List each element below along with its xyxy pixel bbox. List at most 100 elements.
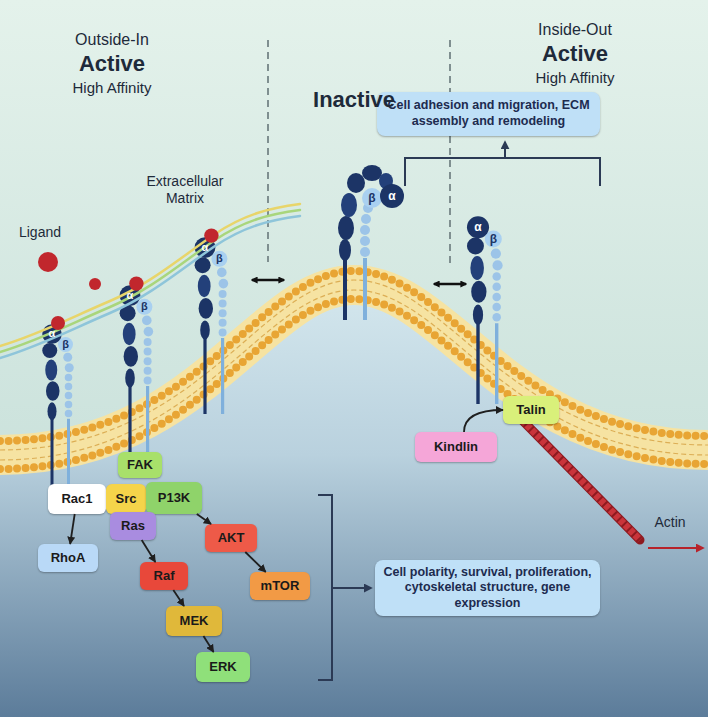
inactive-integrin <box>362 165 382 181</box>
signal-box: AKT <box>205 524 257 552</box>
bracket <box>504 142 506 158</box>
actin-filament <box>522 420 640 540</box>
state-heading: Inactive <box>313 87 395 113</box>
signal-box: mTOR <box>250 572 310 600</box>
actin-filament <box>648 547 703 549</box>
inactive-integrin <box>360 247 370 257</box>
signal-arrow <box>245 552 265 572</box>
signal-arrow <box>203 636 213 652</box>
adaptor-box: Kindlin <box>415 432 497 462</box>
integrin <box>467 216 503 404</box>
node-text: P13K <box>158 491 191 506</box>
signal-box: P13K <box>146 482 202 514</box>
node-text: Cell adhesion and migration, ECM assembl… <box>385 98 592 129</box>
lipid-bilayer <box>0 271 708 441</box>
ecm-fiber <box>0 210 300 352</box>
state-heading: Active <box>542 41 608 67</box>
inactive-integrin <box>360 236 370 246</box>
subunit-label: β <box>62 338 69 351</box>
inactive-integrin <box>338 165 404 320</box>
signal-box: FAK <box>118 452 162 478</box>
signal-box: RhoA <box>38 544 98 572</box>
inactive-integrin <box>338 216 354 240</box>
signal-box: Rac1 <box>48 484 106 514</box>
actin-filament <box>522 420 703 548</box>
inactive-integrin <box>360 225 370 235</box>
node-text: Cell polarity, survival, proliferation, … <box>383 565 592 612</box>
node-text: Kindlin <box>434 440 478 455</box>
ecm-fiber <box>0 216 300 358</box>
subunit-label: β <box>216 252 223 265</box>
inactive-integrin <box>380 184 404 208</box>
signal-arrow <box>70 514 75 544</box>
lipid-bilayer <box>0 299 708 469</box>
node-text: ERK <box>209 660 236 675</box>
bracket <box>332 587 371 589</box>
lipid-bilayer <box>0 285 708 455</box>
node-text: Talin <box>516 403 545 418</box>
integrin <box>42 324 74 490</box>
state-heading: Active <box>79 51 145 77</box>
integrin <box>195 237 229 414</box>
subunit-label: α <box>474 220 481 234</box>
node-text: mTOR <box>261 579 300 594</box>
cytoplasm <box>0 285 708 717</box>
inactive-integrin <box>339 239 351 261</box>
node-text: AKT <box>218 531 245 546</box>
subunit-label: β <box>490 232 497 246</box>
actin-filament <box>522 420 640 540</box>
signal-box: Src <box>106 484 146 514</box>
signal-box: Ras <box>110 512 156 540</box>
integrin <box>42 216 502 490</box>
inactive-integrin <box>362 188 382 208</box>
state-separator <box>268 40 450 268</box>
part-label: Extracellular Matrix <box>137 173 233 207</box>
subunit-label: α <box>388 189 395 203</box>
subunit-label: β <box>368 191 375 205</box>
state-separator <box>449 40 451 268</box>
state-heading: Outside-In <box>75 30 149 49</box>
part-label: Ligand <box>19 224 61 241</box>
inactive-integrin <box>361 214 371 224</box>
signal-arrow <box>173 590 184 606</box>
signal-box: MEK <box>166 606 222 636</box>
signal-arrow <box>464 410 503 432</box>
inactive-integrin <box>363 258 367 320</box>
node-text: Src <box>116 492 137 507</box>
signal-box: Raf <box>140 562 188 590</box>
node-text: FAK <box>127 458 153 473</box>
bracket <box>318 495 332 680</box>
state-heading: High Affinity <box>536 69 615 87</box>
ligand <box>129 276 143 290</box>
node-text: Rac1 <box>61 492 92 507</box>
outcome-box: Cell adhesion and migration, ECM assembl… <box>377 92 600 136</box>
subunit-label: α <box>49 327 56 340</box>
node-text: Ras <box>121 519 145 534</box>
integrin <box>120 285 154 462</box>
adaptor-box: Talin <box>503 396 559 424</box>
state-separator <box>267 40 269 262</box>
bracket <box>318 142 600 680</box>
node-text: MEK <box>180 614 209 629</box>
signal-arrow <box>197 514 211 524</box>
inactive-integrin <box>341 193 357 217</box>
node-text: RhoA <box>51 551 86 566</box>
state-arrow <box>434 283 466 286</box>
ligand <box>38 228 219 330</box>
part-label: Actin <box>654 514 685 531</box>
ecm-fiber <box>0 204 300 358</box>
inactive-integrin <box>347 173 365 193</box>
state-arrow <box>252 279 284 282</box>
inactive-integrin <box>343 258 347 320</box>
subunit-label: α <box>202 241 209 254</box>
ligand <box>38 252 58 272</box>
state-heading: High Affinity <box>73 79 152 97</box>
bracket <box>405 158 600 186</box>
signal-arrow <box>142 540 156 562</box>
ligand <box>89 278 101 290</box>
subunit-label: β <box>141 300 148 313</box>
state-heading: Inside-Out <box>538 20 612 39</box>
